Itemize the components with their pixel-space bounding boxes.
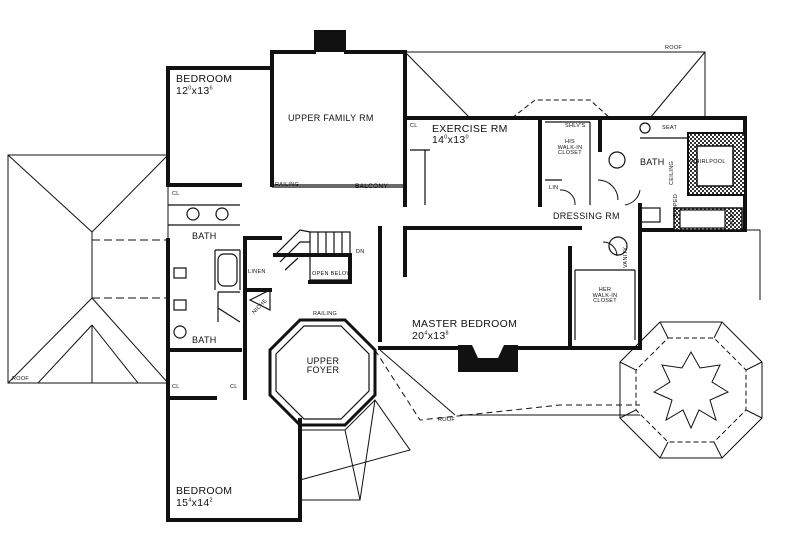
sink-icon <box>186 207 200 221</box>
room-dim-bedroom-sw: 154x142 <box>176 497 213 509</box>
open-below-label: OPEN BELOW <box>312 271 352 277</box>
railing-label: RAILING <box>275 182 300 188</box>
roof-label-left: ROOF <box>12 376 30 382</box>
his-closet-label: HIS WALK-IN CLOSET <box>557 139 583 156</box>
stair-down-label: DN <box>356 249 365 255</box>
room-name-upper-foyer: UPPER FOYER <box>306 356 340 375</box>
closet-label-1: CL <box>172 191 180 197</box>
fireplace <box>458 345 518 372</box>
balcony-label: BALCONY <box>355 183 389 190</box>
sink-icon <box>639 122 651 134</box>
sink-icon <box>608 151 626 169</box>
room-name-bath-master: BATH <box>640 157 665 167</box>
linen-label: LINEN <box>248 269 266 275</box>
room-name-dressing: DRESSING RM <box>553 211 620 221</box>
room-dim-master-bedroom: 204x138 <box>412 330 449 342</box>
room-name-upper-family: UPPER FAMILY RM <box>288 113 374 123</box>
room-name-bath-1: BATH <box>192 231 217 241</box>
room-name-bedroom-sw: BEDROOM <box>176 485 233 497</box>
vanity-icon <box>608 236 628 256</box>
railing-label-foyer: RAILING <box>313 311 338 317</box>
room-dim-bedroom-nw: 120x136 <box>176 85 213 97</box>
closet-label: CL <box>410 123 418 129</box>
whirlpool-label: WHIRLPOOL <box>690 159 726 165</box>
sink-icon <box>173 325 187 339</box>
room-dim-exercise: 140x130 <box>432 134 469 146</box>
sink-icon <box>215 207 229 221</box>
linen-closet-label: LIN <box>549 185 559 191</box>
room-name-exercise: EXERCISE RM <box>432 123 508 135</box>
sloped-label: SLOPED <box>673 193 679 218</box>
niche-icon <box>248 289 271 311</box>
seat-label: SEAT <box>662 125 678 131</box>
room-name-bedroom-nw: BEDROOM <box>176 73 233 85</box>
her-closet-label: HER WALK-IN CLOSET <box>592 287 618 304</box>
vanity-label: VANITY <box>623 246 629 268</box>
toilet-icon <box>639 207 661 223</box>
chimney <box>314 30 346 52</box>
shelves-label: SHLV'S <box>565 123 586 129</box>
seat-label-2: SEAT <box>730 210 736 226</box>
ceiling-label: CEILING <box>669 160 675 185</box>
closet-label-3: CL <box>230 384 238 390</box>
toilet-icon <box>173 267 187 279</box>
roof-label-bottom: ROOF <box>438 417 456 423</box>
roof-label-top: ROOF <box>665 45 683 51</box>
fixtures <box>173 122 746 339</box>
closet-label-2: CL <box>172 384 180 390</box>
toilet-icon <box>173 299 187 311</box>
door-swings <box>559 179 641 257</box>
room-name-master-bedroom: MASTER BEDROOM <box>412 318 518 330</box>
room-name-bath-2: BATH <box>192 335 217 345</box>
